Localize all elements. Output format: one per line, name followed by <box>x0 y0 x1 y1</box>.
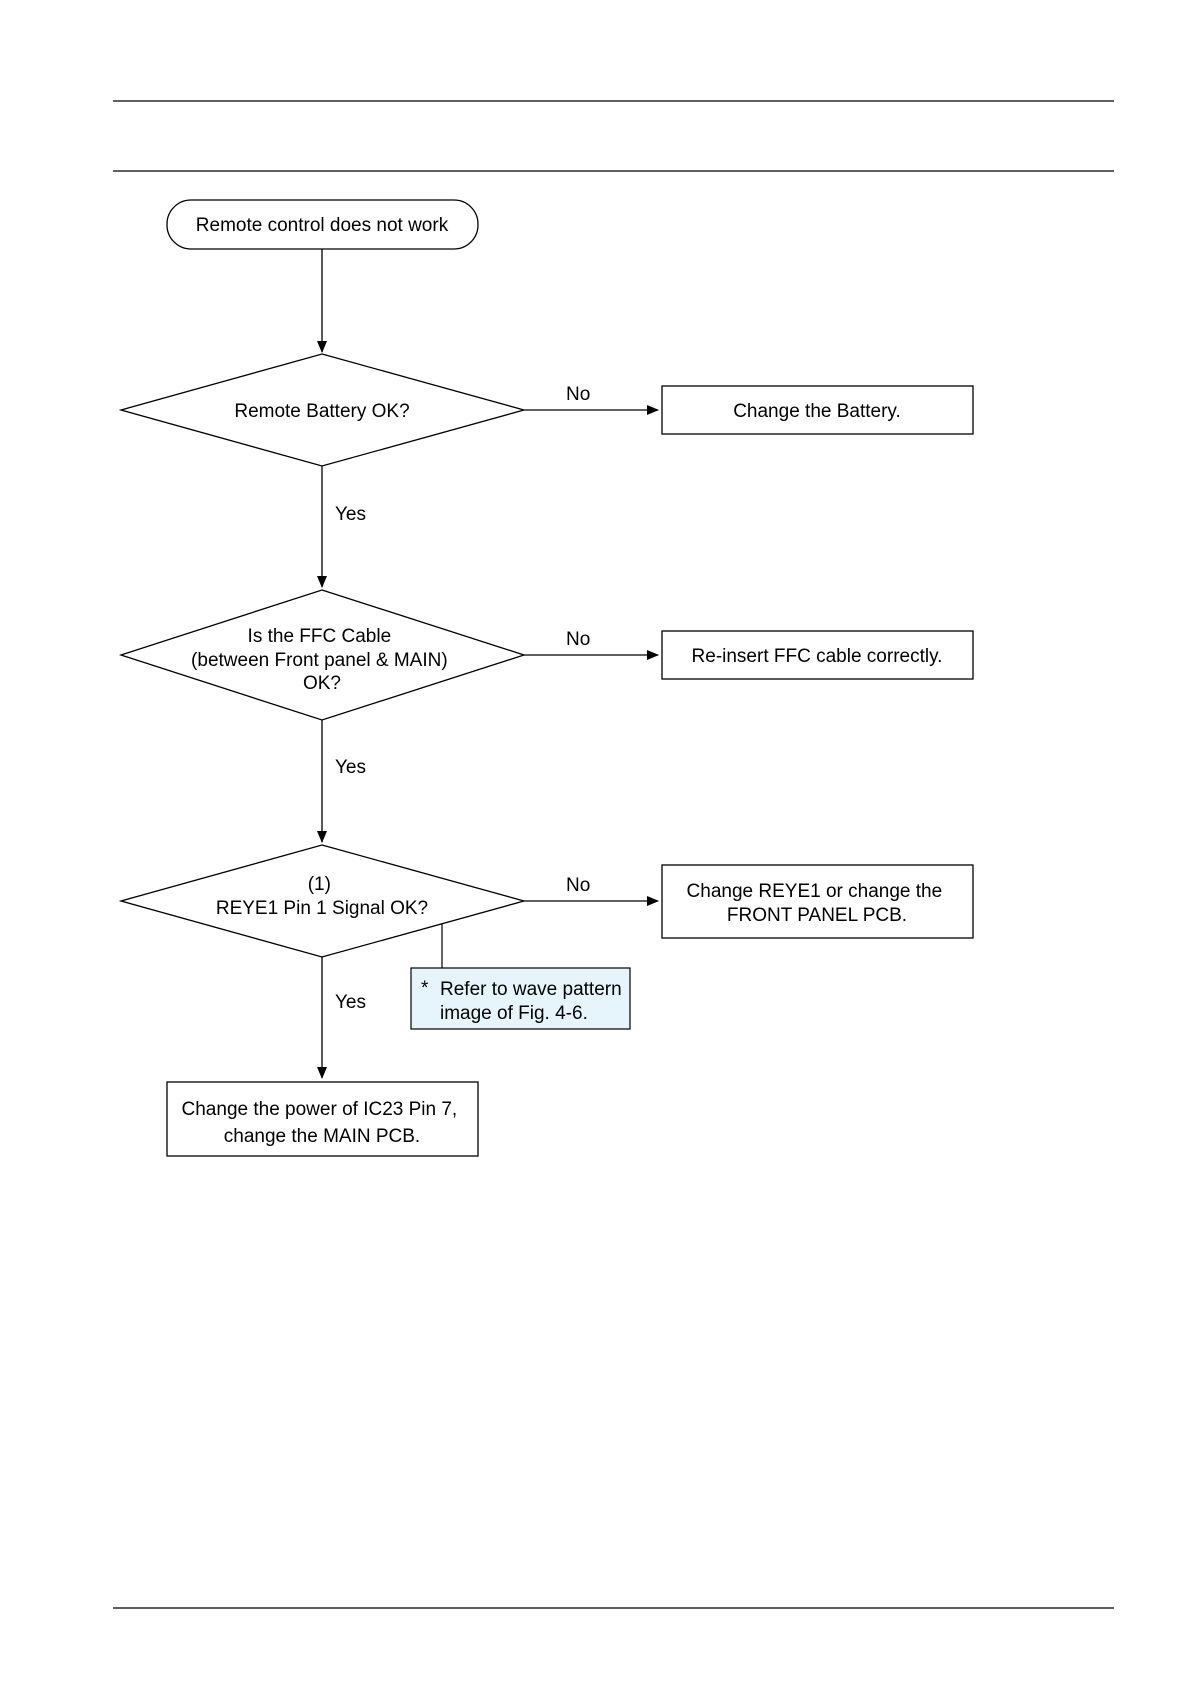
action-change-battery-label: Change the Battery. <box>733 401 901 422</box>
note-marker: * <box>421 978 429 999</box>
decision-battery-label: Remote Battery OK? <box>234 401 409 422</box>
decision-battery-line-1: Remote Battery OK? <box>234 401 409 422</box>
no-label-1: No <box>566 384 590 405</box>
action-change-reye1-label: Change REYE1 or change the FRONT PANEL P… <box>687 881 948 926</box>
final-action-label: Change the power of IC23 Pin 7, change t… <box>182 1099 463 1147</box>
note-line-2: image of Fig. 4-6. <box>440 1003 588 1024</box>
action-reinsert-ffc-line-1: Re-insert FFC cable correctly. <box>692 646 943 667</box>
no-label-2: No <box>566 629 590 650</box>
decision-reye1-signal-line-2: REYE1 Pin 1 Signal OK? <box>216 898 428 919</box>
decision-ffc-cable-line-1: Is the FFC Cable <box>248 626 392 647</box>
note-line-1: Refer to wave pattern <box>440 979 622 1000</box>
action-change-reye1-line-2: FRONT PANEL PCB. <box>727 905 907 926</box>
action-reinsert-ffc-label: Re-insert FFC cable correctly. <box>692 646 943 667</box>
decision-reye1-signal-line-1: (1) <box>308 874 331 895</box>
note-text: Refer to wave pattern image of Fig. 4-6. <box>440 979 627 1024</box>
decision-ffc-cable-label: Is the FFC Cable (between Front panel & … <box>191 626 453 694</box>
final-action <box>166 1081 479 1157</box>
action-reinsert-ffc <box>661 630 974 680</box>
note-box <box>410 967 631 1030</box>
decision-ffc-cable-line-3: OK? <box>303 673 341 694</box>
no-label-3: No <box>566 875 590 896</box>
yes-label-3: Yes <box>335 992 366 1013</box>
decision-reye1-signal-label: (1) REYE1 Pin 1 Signal OK? <box>216 874 428 919</box>
final-action-line-2: change the MAIN PCB. <box>224 1126 420 1147</box>
action-change-battery-line-1: Change the Battery. <box>733 401 901 422</box>
action-change-battery <box>661 385 974 435</box>
yes-label-2: Yes <box>335 757 366 778</box>
final-action-line-1: Change the power of IC23 Pin 7, <box>182 1099 458 1120</box>
yes-label-1: Yes <box>335 504 366 525</box>
decision-ffc-cable-line-2: (between Front panel & MAIN) <box>191 650 448 671</box>
start-node-label: Remote control does not work <box>196 215 449 236</box>
action-change-reye1 <box>661 864 974 939</box>
action-change-reye1-line-1: Change REYE1 or change the <box>687 881 943 902</box>
